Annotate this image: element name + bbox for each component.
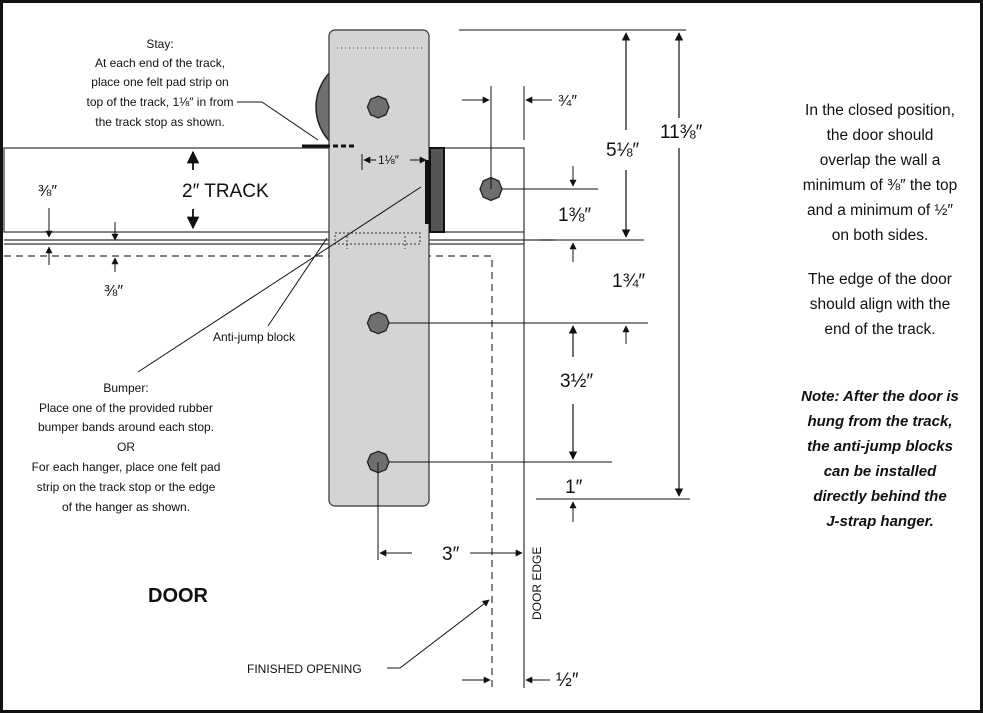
dim-5-1-8: 5⅛″ — [606, 140, 639, 161]
stay-title: Stay: — [146, 37, 173, 51]
door-edge-label: DOOR EDGE — [530, 547, 544, 620]
bumper-line-5: of the hanger as shown. — [62, 500, 190, 514]
dim-3-8-bottom: ⅜″ — [104, 283, 123, 300]
dim-1-3-8: 1⅜″ — [558, 205, 591, 226]
dim-1-1-8: 1⅛″ — [378, 153, 400, 167]
stay-line-4: the track stop as shown. — [95, 115, 224, 129]
stay-line-3: top of the track, 1⅛″ in from — [87, 95, 234, 109]
dim-3-8-top: ⅜″ — [38, 183, 57, 200]
svg-text:and a minimum of ½″: and a minimum of ½″ — [807, 202, 953, 219]
svg-text:hung from the track,: hung from the track, — [807, 413, 952, 430]
svg-text:overlap the wall a: overlap the wall a — [820, 152, 941, 169]
track-stop — [429, 147, 445, 233]
bumper-line-2: bumper bands around each stop. — [38, 420, 214, 434]
finished-opening-line — [4, 255, 493, 688]
svg-text:the door should: the door should — [827, 127, 934, 144]
dim-1-2: ½″ — [556, 670, 579, 691]
instructions-text: In the closed position, the door should … — [801, 102, 959, 530]
j-strap-hanger — [328, 29, 430, 507]
svg-text:the anti-jump blocks: the anti-jump blocks — [807, 438, 953, 455]
bumper-or: OR — [117, 440, 135, 454]
svg-text:should align with the: should align with the — [810, 296, 950, 313]
finished-opening-label: FINISHED OPENING — [247, 662, 362, 676]
bumper-title: Bumper: — [103, 381, 148, 395]
bolt-top — [366, 95, 390, 119]
track-label: 2″ TRACK — [182, 181, 269, 202]
dim-1: 1″ — [565, 477, 583, 498]
stay-leader-b — [261, 101, 319, 141]
dim-1-3-4: 1¾″ — [612, 271, 645, 292]
dim-3: 3″ — [442, 544, 460, 565]
svg-text:J-strap hanger.: J-strap hanger. — [826, 513, 934, 530]
svg-text:can be installed: can be installed — [824, 463, 937, 480]
stay-line-1: At each end of the track, — [95, 56, 225, 70]
svg-text:Note: After the door is: Note: After the door is — [801, 388, 959, 405]
svg-text:In the closed position,: In the closed position, — [805, 102, 955, 119]
bumper-line-1: Place one of the provided rubber — [39, 401, 213, 415]
svg-text:The edge of the door: The edge of the door — [808, 271, 952, 288]
dim-3-4: ¾″ — [558, 93, 577, 110]
svg-text:directly behind the: directly behind the — [813, 488, 946, 505]
bolt-middle — [366, 311, 390, 335]
svg-text:minimum of ⅜″ the top: minimum of ⅜″ the top — [803, 177, 958, 194]
svg-text:end of the track.: end of the track. — [824, 321, 935, 338]
anti-jump-label: Anti-jump block — [213, 330, 296, 344]
stay-line-2: place one felt pad strip on — [91, 75, 228, 89]
dim-3-1-2: 3½″ — [560, 371, 593, 392]
svg-text:on both sides.: on both sides. — [832, 227, 929, 244]
bumper-line-3: For each hanger, place one felt pad — [32, 460, 221, 474]
dim-11-3-8: 11⅜″ — [660, 122, 703, 143]
door-label: DOOR — [148, 585, 209, 607]
bumper-pad — [425, 160, 431, 224]
bumper-line-4: strip on the track stop or the edge — [37, 480, 216, 494]
